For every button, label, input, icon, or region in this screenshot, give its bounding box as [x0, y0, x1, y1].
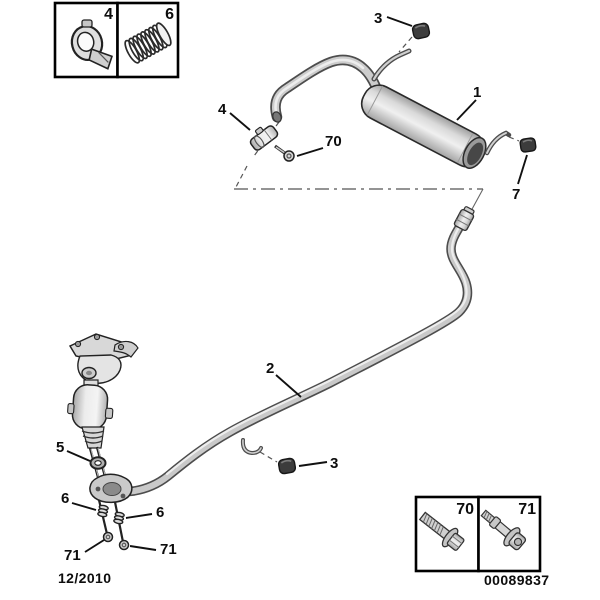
callout-70-label: 70 [325, 133, 342, 150]
callout-3-top-label: 3 [374, 10, 382, 27]
hanger-rod-front [371, 48, 412, 82]
stud-bolt-icon [480, 509, 527, 551]
inlet-pipe [270, 54, 384, 123]
muffler-assembly: 3 1 7 [270, 10, 537, 203]
pipe-opening [272, 111, 282, 123]
callout-3-mid-label: 3 [330, 455, 338, 472]
inset-box-top-left: 4 6 [53, 1, 180, 79]
spring-6-right-icon [113, 511, 125, 525]
spring-6-left-icon [97, 504, 109, 518]
callout-2-label: 2 [266, 360, 274, 377]
hanger-hook-mid [240, 438, 263, 456]
flange-bracket [89, 473, 133, 504]
gasket-5-icon [89, 456, 107, 470]
bolt-71-left-icon [102, 531, 114, 543]
bolt-71-right-icon [118, 539, 130, 551]
inset-label-71: 71 [518, 501, 536, 518]
bolt-70-icon [274, 144, 295, 162]
callout-5-label: 5 [56, 439, 64, 456]
inset-box-bottom-right: 70 71 [414, 495, 542, 573]
callout-4-label: 4 [218, 101, 227, 118]
pipe-coupler [453, 206, 475, 232]
callout-6-right-label: 6 [156, 504, 164, 521]
callout-1-label: 1 [473, 84, 481, 101]
callout-7-label: 7 [512, 186, 520, 203]
catalog-number: 00089837 [484, 572, 550, 588]
coil-spring-icon [124, 22, 172, 64]
flanged-bolt-icon [418, 511, 465, 551]
rubber-mount-3-mid-icon [277, 457, 297, 475]
date-code: 12/2010 [58, 570, 111, 586]
rubber-mount-3-top-icon [411, 22, 431, 40]
inset-label-4: 4 [104, 6, 113, 23]
intermediate-pipe: 3 2 [119, 206, 475, 497]
callout-6-left-label: 6 [61, 490, 69, 507]
inset-label-6: 6 [165, 6, 174, 23]
clamp-icon [70, 19, 113, 70]
catalytic-converter-assembly: 5 6 6 71 71 [56, 333, 177, 564]
callout-71-left-label: 71 [64, 547, 81, 564]
manifold [68, 333, 139, 390]
clamp-bolt-group: 4 70 [218, 101, 342, 162]
callout-71-right-label: 71 [160, 541, 177, 558]
inset-label-70: 70 [456, 501, 474, 518]
hanger-rod-rear [484, 130, 512, 156]
catalyst-body [67, 384, 114, 430]
rubber-mount-7-icon [519, 137, 537, 153]
clamp-4-icon [249, 125, 279, 151]
muffler-body [360, 84, 487, 169]
flex-section [81, 426, 105, 449]
inset-cell-4 [53, 1, 119, 79]
